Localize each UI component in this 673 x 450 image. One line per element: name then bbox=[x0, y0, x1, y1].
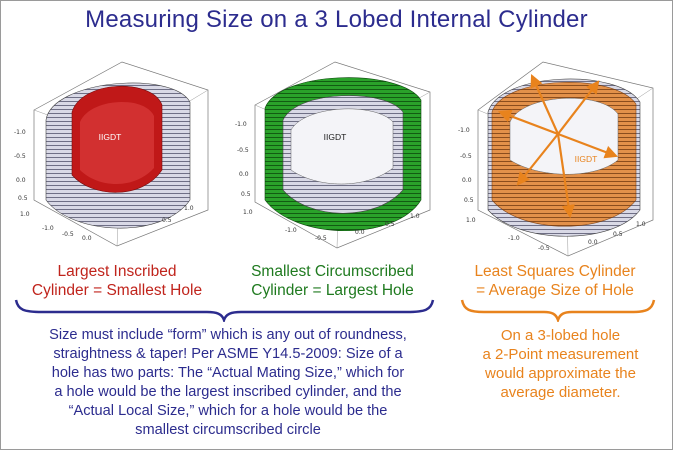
inscribed-caption: Largest Inscribed Cylinder = Smallest Ho… bbox=[31, 263, 203, 299]
figure-circumscribed-cylinder: IIGDT -1.0 -0.5 0.0 0.5 1.0 -1.0 -0.5 0.… bbox=[235, 61, 431, 249]
svg-text:-0.5: -0.5 bbox=[14, 153, 26, 160]
svg-text:0.5: 0.5 bbox=[18, 195, 28, 202]
axis-ticks: -1.0 -0.5 0.0 0.5 1.0 -1.0 -0.5 0.0 0.5 … bbox=[235, 121, 420, 242]
axis-ticks: -1.0 -0.5 0.0 0.5 1.0 -1.0 -0.5 0.0 0.5 … bbox=[458, 127, 646, 252]
figure-inner-label: IIGDT bbox=[324, 132, 347, 142]
svg-text:0.5: 0.5 bbox=[162, 217, 172, 224]
svg-text:-1.0: -1.0 bbox=[458, 127, 470, 134]
orange-brace bbox=[460, 299, 656, 322]
two-point-note: On a 3-lobed hole a 2-Point measurement … bbox=[482, 327, 639, 401]
svg-text:1.0: 1.0 bbox=[410, 213, 420, 220]
circumscribed-caption: Smallest Circumscribed Cylinder = Larges… bbox=[251, 263, 414, 299]
svg-text:-0.5: -0.5 bbox=[315, 235, 327, 242]
svg-text:0.5: 0.5 bbox=[464, 197, 474, 204]
bounding-box bbox=[254, 61, 431, 249]
svg-text:-0.5: -0.5 bbox=[62, 231, 74, 238]
svg-text:1.0: 1.0 bbox=[20, 211, 30, 218]
svg-text:-0.5: -0.5 bbox=[237, 147, 249, 154]
slide-title: Measuring Size on a 3 Lobed Internal Cyl… bbox=[85, 6, 588, 33]
bounding-box bbox=[33, 61, 209, 247]
svg-text:-0.5: -0.5 bbox=[460, 153, 472, 160]
svg-text:-1.0: -1.0 bbox=[42, 225, 54, 232]
svg-text:-1.0: -1.0 bbox=[235, 121, 247, 128]
axis-ticks: -1.0 -0.5 0.0 0.5 1.0 -1.0 -0.5 0.0 0.5 … bbox=[14, 129, 194, 242]
blue-brace bbox=[14, 299, 435, 322]
svg-text:0.0: 0.0 bbox=[82, 235, 92, 242]
figure-inscribed-cylinder: IIGDT -1.0 -0.5 0.0 0.5 1.0 -1.0 -0.5 0.… bbox=[14, 61, 209, 247]
figure-least-squares-cylinder: IIGDT -1.0 -0.5 0.0 0.5 1.0 -1.0 -0.5 0.… bbox=[458, 61, 654, 257]
bounding-box bbox=[477, 61, 654, 257]
svg-text:0.0: 0.0 bbox=[462, 177, 472, 184]
svg-text:0.5: 0.5 bbox=[613, 231, 623, 238]
svg-text:-1.0: -1.0 bbox=[508, 235, 520, 242]
svg-text:1.0: 1.0 bbox=[184, 205, 194, 212]
figure-inner-label: IIGDT bbox=[575, 154, 598, 164]
figure-inner-label: IIGDT bbox=[99, 132, 122, 142]
svg-text:0.0: 0.0 bbox=[588, 239, 598, 246]
svg-text:1.0: 1.0 bbox=[466, 217, 476, 224]
svg-text:-0.5: -0.5 bbox=[538, 245, 550, 252]
svg-text:1.0: 1.0 bbox=[243, 209, 253, 216]
svg-text:-1.0: -1.0 bbox=[285, 227, 297, 234]
svg-text:-1.0: -1.0 bbox=[14, 129, 26, 136]
asme-size-note: Size must include “form” which is any ou… bbox=[49, 327, 407, 438]
svg-text:0.5: 0.5 bbox=[385, 221, 395, 228]
svg-text:1.0: 1.0 bbox=[636, 221, 646, 228]
svg-text:0.0: 0.0 bbox=[16, 177, 26, 184]
least-squares-caption: Least Squares Cylinder = Average Size of… bbox=[474, 263, 636, 299]
svg-text:0.0: 0.0 bbox=[239, 171, 249, 178]
svg-text:0.0: 0.0 bbox=[355, 229, 365, 236]
diameter-arrows bbox=[497, 73, 619, 219]
svg-text:0.5: 0.5 bbox=[241, 191, 251, 198]
